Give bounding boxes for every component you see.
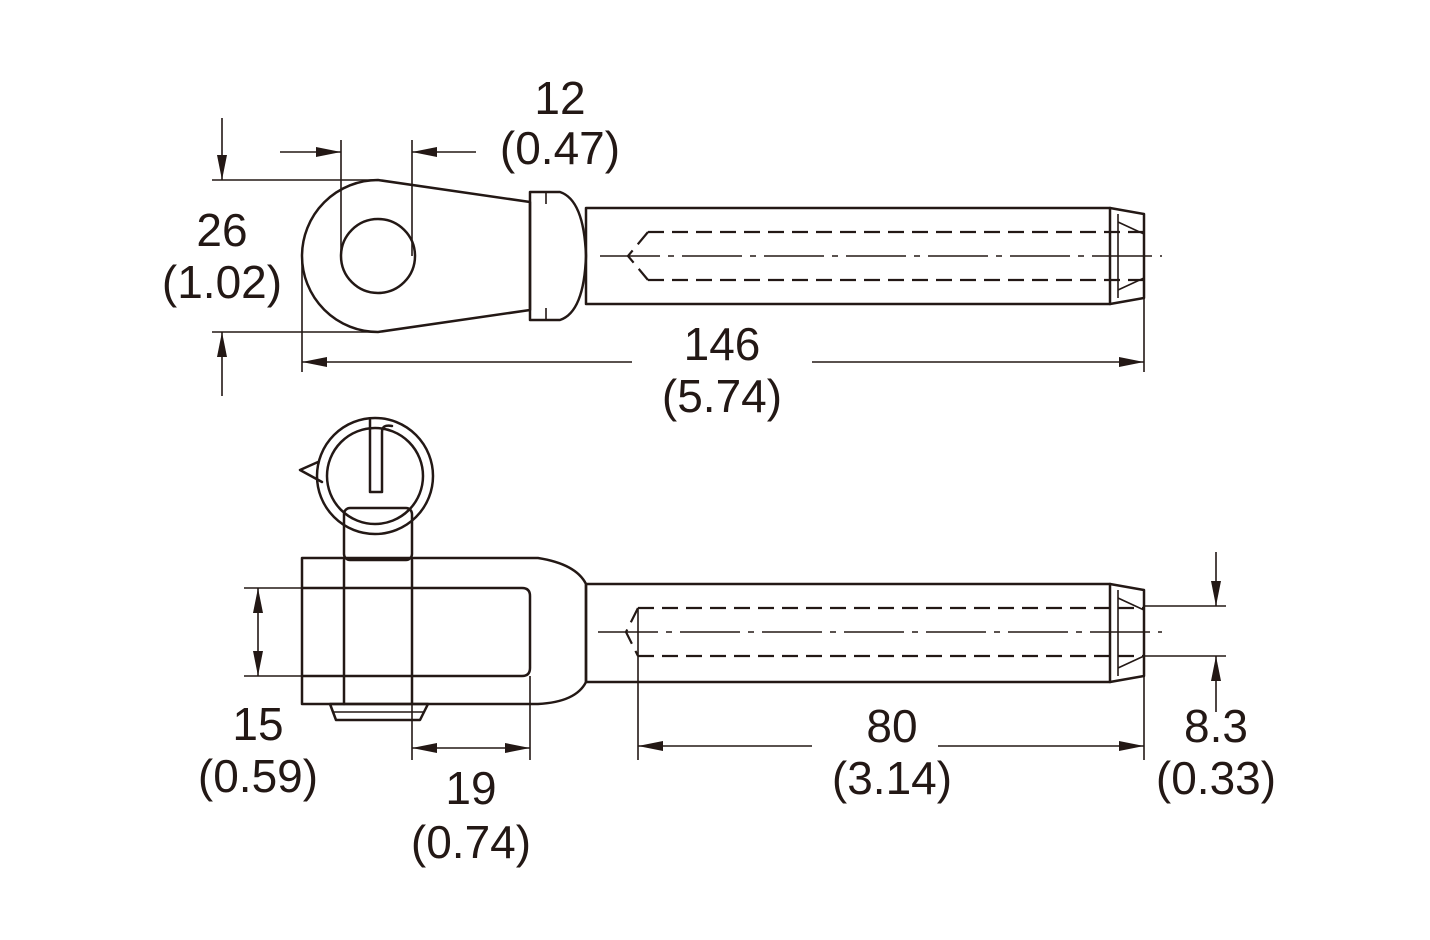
jaw-slot [300, 586, 532, 678]
dim-bore-diameter-value: 8.3 [1184, 700, 1248, 752]
dim-jaw-depth-inch: (0.74) [411, 816, 531, 868]
clevis-pin-tail [328, 702, 430, 722]
dim-eye-width: 26 (1.02) [162, 118, 378, 396]
dim-thread-length: 80 (3.14) [637, 608, 1145, 804]
dim-overall-length: 146 (5.74) [301, 256, 1145, 422]
clevis-pin-head [342, 506, 414, 562]
split-ring-outer [315, 416, 435, 536]
dim-overall-length-inch: (5.74) [662, 370, 782, 422]
dim-eye-width-value: 26 [196, 204, 247, 256]
jaw-terminal-view [298, 416, 1162, 722]
dim-eye-hole-inch: (0.47) [500, 122, 620, 174]
dim-jaw-depth: 19 (0.74) [411, 676, 531, 868]
dim-eye-hole: 12 (0.47) [280, 72, 620, 256]
dim-thread-length-value: 80 [866, 700, 917, 752]
eye-hole [339, 217, 417, 295]
dim-eye-width-inch: (1.02) [162, 256, 282, 308]
split-ring-inner [325, 426, 425, 526]
dim-eye-hole-value: 12 [534, 72, 585, 124]
eye-terminal-view [300, 178, 1162, 334]
dim-bore-diameter: 8.3 (0.33) [1144, 552, 1276, 804]
dim-jaw-gap-inch: (0.59) [198, 750, 318, 802]
dim-jaw-gap: 15 (0.59) [198, 587, 318, 802]
dim-bore-diameter-inch: (0.33) [1156, 752, 1276, 804]
dim-overall-length-value: 146 [684, 318, 761, 370]
eye-collar [528, 190, 588, 322]
dim-thread-length-inch: (3.14) [832, 752, 952, 804]
jaw-barrel [584, 582, 1146, 684]
dim-jaw-gap-value: 15 [232, 698, 283, 750]
dim-jaw-depth-value: 19 [445, 762, 496, 814]
